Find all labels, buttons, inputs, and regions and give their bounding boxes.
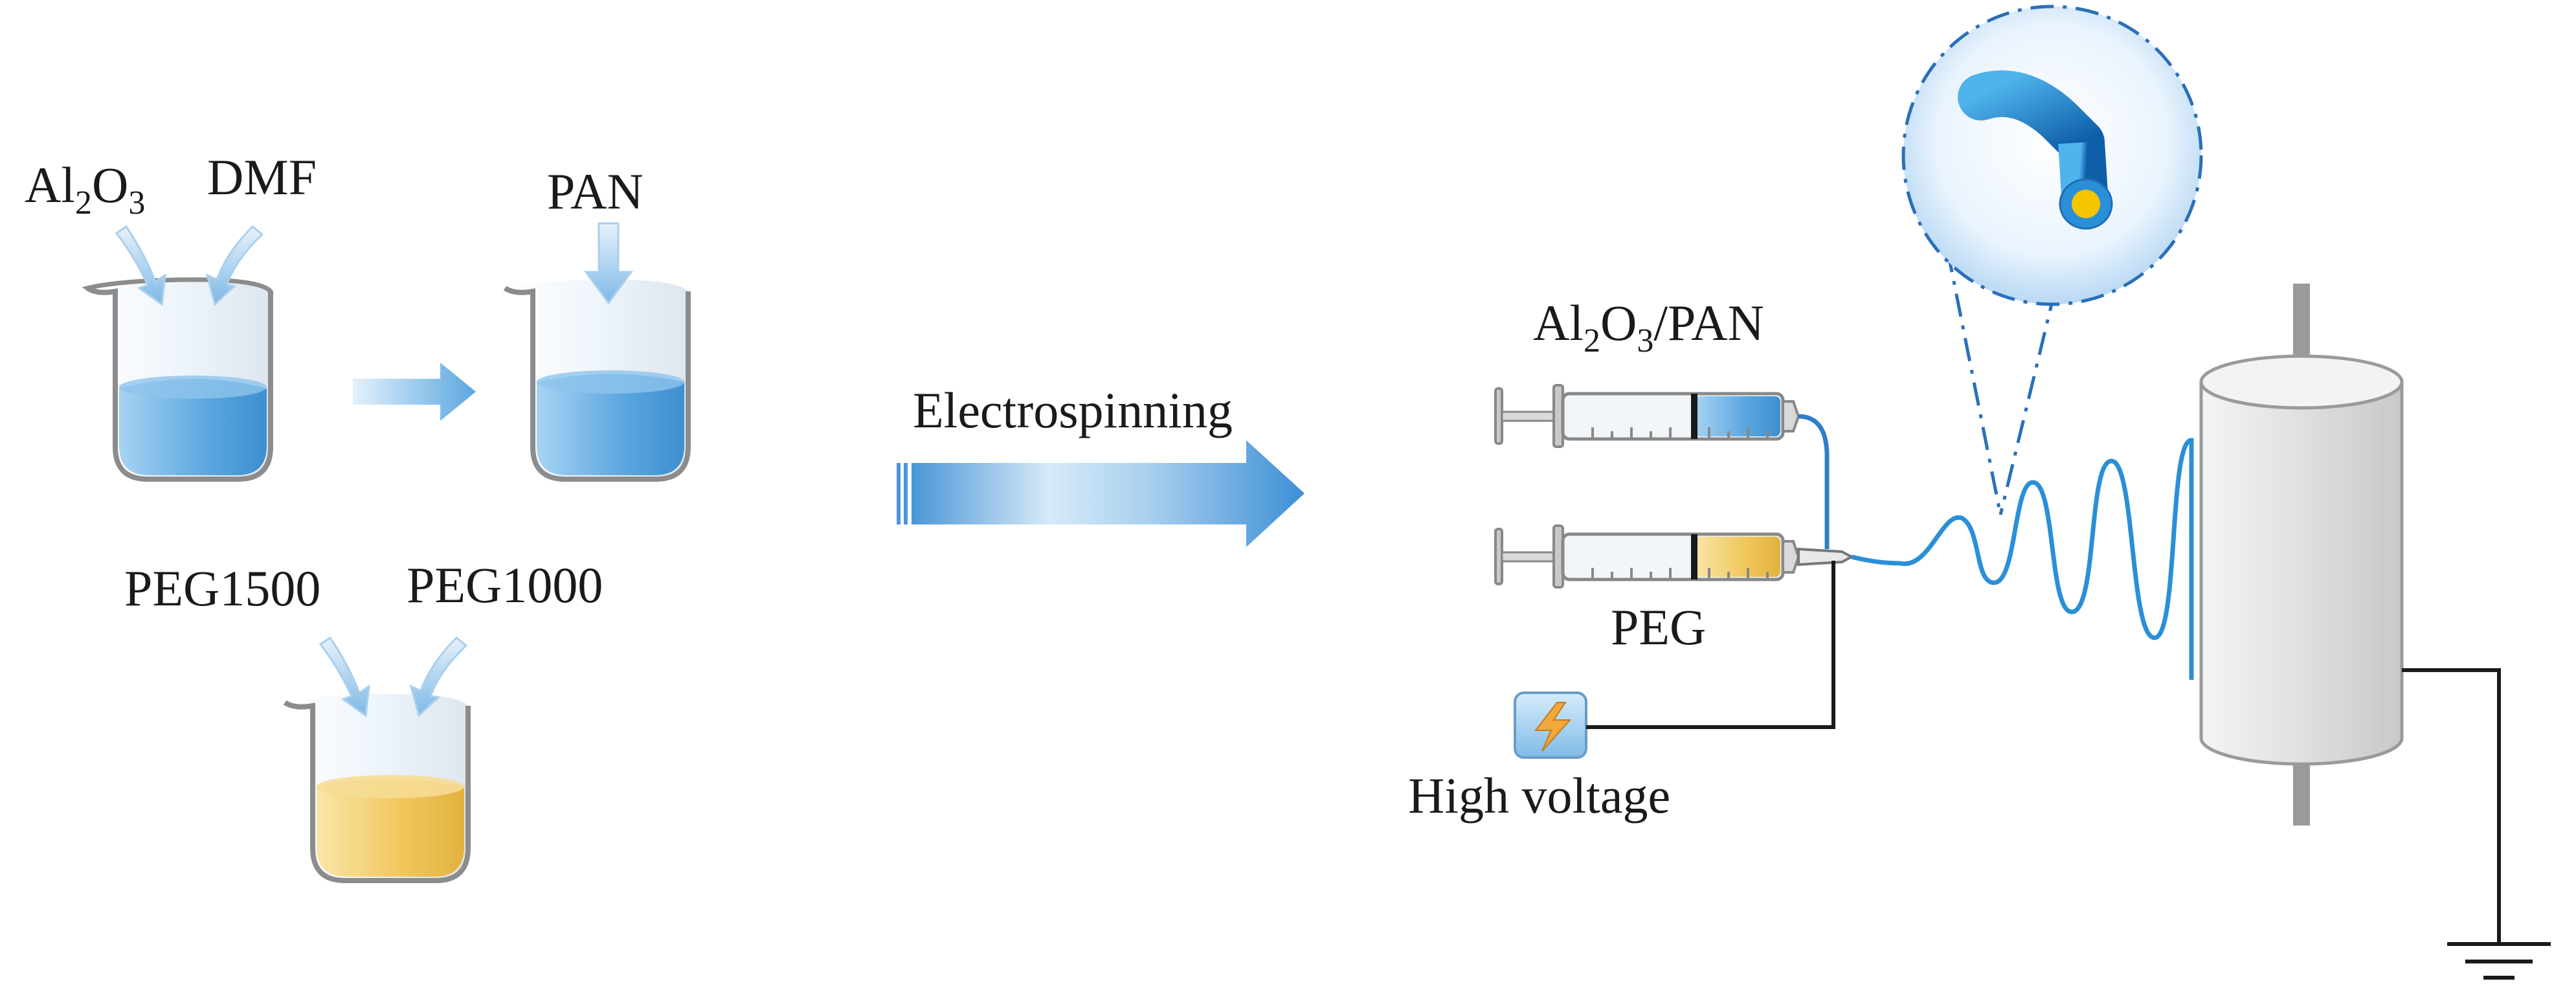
fiber-jet [1851,438,2194,680]
reagent-pan-label: PAN [547,163,644,219]
reagent-peg1500-label: PEG1500 [124,560,320,616]
beaker-2 [503,279,691,482]
reagent-dmf-label: DMF [207,149,317,205]
feed-tube [1798,414,1830,549]
reagent-arrow-peg1000 [409,636,468,717]
beaker-3 [283,693,471,883]
fiber-crosssection-icon [1901,5,2203,306]
zoom-lines [1945,249,2057,515]
reagent-peg1000-label: PEG1000 [407,557,603,613]
power-supply [1514,692,1587,759]
hv-wire [1586,561,1835,729]
syringe-top-label: Al2O3/PAN [1533,295,1764,359]
reagent-arrow-al2o3 [115,225,166,306]
reagent-arrow-pan [584,222,633,305]
reagent-arrow-dmf [205,225,264,306]
process-label: Electrospinning [913,382,1233,438]
ground-icon [2402,668,2551,980]
transfer-arrow [353,363,476,421]
process-arrow [897,440,1305,547]
power-label: High voltage [1408,767,1670,824]
syringe-bottom-label: PEG [1611,599,1706,655]
reagent-al2o3-label: Al2O3 [25,157,145,221]
syringe-top [1494,384,1800,448]
drum-collector-icon [2199,284,2404,826]
reagent-arrow-peg1500 [319,636,370,717]
lightning-icon [1534,702,1572,752]
beaker-1 [82,277,273,482]
syringe-bottom [1494,524,1855,589]
coaxial-needle [1797,547,1855,567]
